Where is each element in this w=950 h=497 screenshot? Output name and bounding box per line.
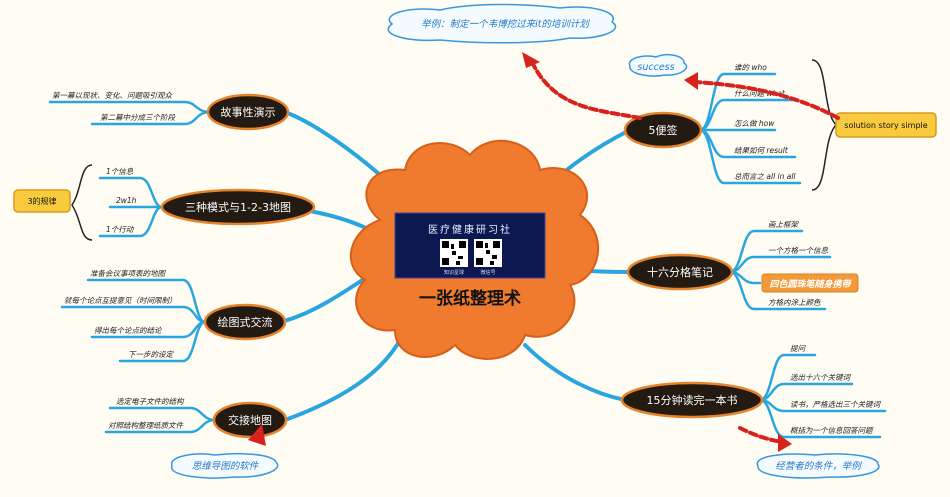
logo-title: 医疗健康研习社	[428, 223, 512, 236]
cloud-software: 思维导图的软件	[171, 452, 279, 479]
note-rule3-text: 3的规律	[27, 196, 56, 206]
leaf-text[interactable]: 1个信息	[106, 167, 134, 176]
leaf-text[interactable]: 第二幕中分成三个阶段	[100, 113, 176, 122]
leaf-text[interactable]: 对照结构整理纸质文件	[108, 421, 184, 430]
topic-story[interactable]: 故事性演示	[206, 93, 290, 131]
qr-code-left	[440, 239, 468, 267]
topic-s5-label: 5便签	[649, 123, 678, 137]
topic-drawing[interactable]: 绘图式交流	[203, 303, 287, 341]
leaf-text[interactable]: 下一步的设定	[128, 350, 174, 359]
cloud-manager: 经营者的条件，举例	[756, 453, 880, 479]
leaf-text[interactable]: 谁的 who	[734, 63, 767, 72]
note-rule-of-three[interactable]: 3的规律	[13, 189, 71, 213]
central-title: 一张纸整理术	[419, 288, 521, 309]
topic-sixteen-grid[interactable]: 十六分格笔记	[626, 253, 734, 291]
pen-highlight-box: 四色圆珠笔随身携带	[761, 273, 859, 293]
leaf-text[interactable]: 概括为一个信息回答问题	[790, 426, 874, 435]
right-sub-branches	[698, 72, 887, 439]
arrow-head-success	[684, 72, 698, 90]
logo-caption-left: 知识星球	[444, 269, 464, 276]
topic-three-label: 三种模式与1-2-3地图	[185, 200, 291, 214]
topic-transfer[interactable]: 交接地图	[212, 401, 288, 439]
sixteen-leaves: 画上框架 一个方格一个信息 四色圆珠笔随身携带 方格内涂上颜色	[761, 220, 859, 307]
leaf-text[interactable]: 得出每个论点的结论	[94, 326, 163, 335]
topic-three-modes[interactable]: 三种模式与1-2-3地图	[160, 188, 316, 226]
topic-5-notes[interactable]: 5便签	[623, 111, 703, 149]
leaf-text[interactable]: 提问	[790, 344, 806, 353]
transfer-leaves: 选定电子文件的结构 对照结构整理纸质文件	[108, 397, 185, 430]
drawing-leaves: 准备会议事项表的地图 就每个论点互提意见（时间限制） 得出每个论点的结论 下一步…	[64, 269, 177, 359]
cloud-success-text: success	[637, 62, 674, 73]
leaf-text[interactable]: 结果如何 result	[734, 146, 789, 155]
left-bracket	[71, 164, 93, 241]
note-solution-story[interactable]: solution story simple	[835, 112, 937, 138]
note-solution-text: solution story simple	[844, 121, 927, 130]
arrow-head-software	[248, 424, 266, 446]
logo-caption-right: 微信号	[480, 269, 495, 276]
three-leaves: 1个信息 2w1h 1个行动	[106, 167, 137, 234]
leaf-text[interactable]: 总而言之 all in all	[734, 172, 796, 181]
cloud-example-text: 举例：制定一个韦博挖过来it的培训计划	[421, 18, 590, 30]
right-bracket	[811, 59, 838, 191]
topic-drawing-label: 绘图式交流	[218, 315, 273, 329]
cloud-success: success	[628, 54, 688, 77]
topic-read-book[interactable]: 15分钟读完一本书	[620, 381, 764, 419]
topic-read-label: 15分钟读完一本书	[647, 393, 738, 407]
topic-story-label: 故事性演示	[221, 105, 276, 119]
leaf-text[interactable]: 四色圆珠笔随身携带	[769, 279, 852, 290]
leaf-text[interactable]: 怎么做 how	[734, 119, 775, 128]
qr-logo-banner: 医疗健康研习社 知识星球 微信号	[394, 212, 546, 279]
arrow-head-example	[522, 52, 540, 68]
cloud-manager-text: 经营者的条件，举例	[775, 460, 862, 472]
arrow-heads	[248, 52, 792, 452]
arrow-to-success	[693, 80, 840, 120]
leaf-text[interactable]: 2w1h	[116, 196, 137, 205]
cloud-example: 举例：制定一个韦博挖过来it的培训计划	[387, 3, 617, 44]
arrow-head-manager	[778, 434, 792, 452]
leaf-text[interactable]: 方格内涂上颜色	[768, 298, 821, 307]
leaf-text[interactable]: 一个方格一个信息	[768, 246, 828, 255]
story-leaves: 第一幕以现状、变化、问题吸引观众 第二幕中分成三个阶段	[52, 91, 176, 122]
leaf-text[interactable]: 选定电子文件的结构	[116, 397, 185, 406]
leaf-text[interactable]: 1个行动	[106, 225, 135, 234]
topic-sixteen-label: 十六分格笔记	[647, 265, 713, 279]
leaf-text[interactable]: 选出十六个关键词	[790, 373, 851, 382]
topic-transfer-label: 交接地图	[228, 413, 272, 427]
leaf-text[interactable]: 第一幕以现状、变化、问题吸引观众	[52, 91, 173, 100]
leaf-text[interactable]: 准备会议事项表的地图	[90, 269, 166, 278]
leaf-text[interactable]: 读书，严格选出三个关键词	[790, 400, 881, 409]
left-sub-branches	[48, 100, 217, 434]
qr-code-right	[474, 239, 502, 267]
arrow-to-example	[530, 60, 642, 120]
leaf-text[interactable]: 什么问题 what	[734, 89, 786, 98]
read-leaves: 提问 选出十六个关键词 读书，严格选出三个关键词 概括为一个信息回答问题	[790, 344, 881, 435]
leaf-text[interactable]: 画上框架	[768, 220, 799, 229]
cloud-software-text: 思维导图的软件	[192, 460, 260, 472]
s5-leaves: 谁的 who 什么问题 what 怎么做 how 结果如何 result 总而言…	[734, 63, 796, 181]
leaf-text[interactable]: 就每个论点互提意见（时间限制）	[64, 296, 177, 305]
